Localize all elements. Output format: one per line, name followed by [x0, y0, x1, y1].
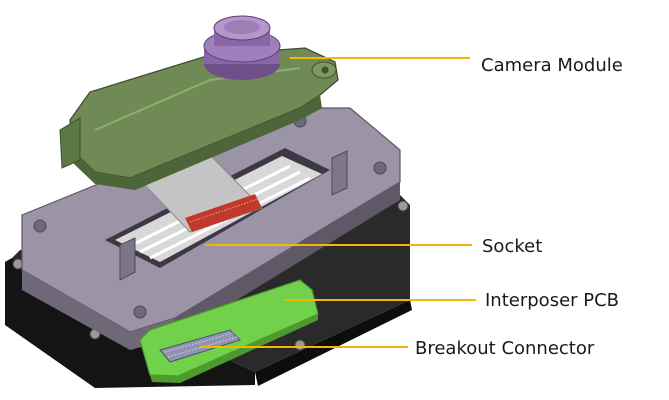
- label-breakout-connector: Breakout Connector: [415, 338, 595, 359]
- label-socket: Socket: [482, 236, 542, 257]
- camera-module: [59, 47, 339, 190]
- label-camera-module: Camera Module: [481, 55, 623, 76]
- callout-labels: Camera Module Socket Interposer PCB Brea…: [415, 55, 623, 359]
- label-interposer-pcb: Interposer PCB: [485, 290, 619, 311]
- callout-leaders: [200, 57, 476, 348]
- camera-lens: [203, 15, 281, 80]
